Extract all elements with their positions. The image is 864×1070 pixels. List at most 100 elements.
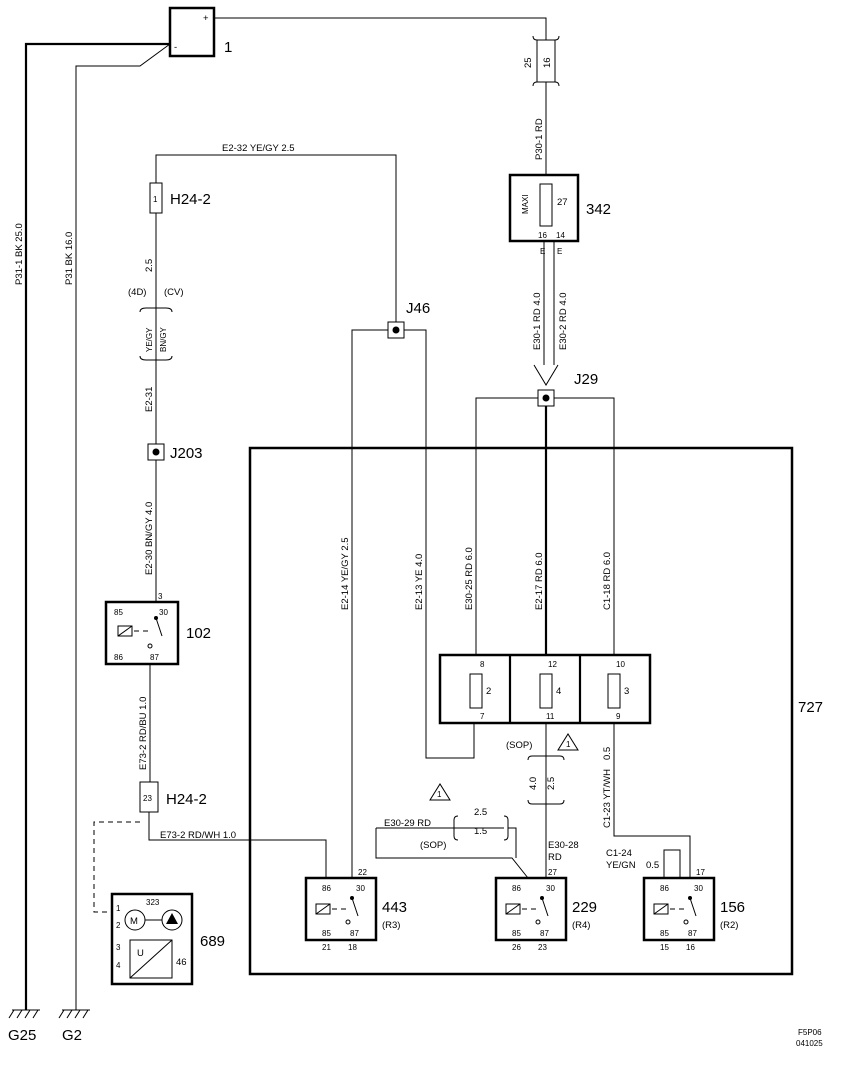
wire-e30-25 xyxy=(475,397,538,665)
maxi-p27: 27 xyxy=(557,197,568,208)
svg-text:16: 16 xyxy=(686,943,695,952)
label-e2-17: E2-17 RD 6.0 xyxy=(534,552,545,610)
warning-1-num: 1 xyxy=(566,740,571,749)
label-15: 1.5 xyxy=(474,826,487,837)
svg-text:86: 86 xyxy=(660,884,669,893)
wire-e2-13 xyxy=(404,329,475,759)
j203-dot xyxy=(152,448,160,456)
label-p31: P31 BK 16.0 xyxy=(64,232,75,285)
relay102-p87: 87 xyxy=(150,653,159,662)
ground-g25-symbol xyxy=(8,1009,40,1019)
j29-dot xyxy=(542,394,550,402)
label-25: 2.5 xyxy=(546,777,557,790)
ground-g25-label: G25 xyxy=(8,1027,36,1044)
maxi-p14: 14 xyxy=(556,231,565,240)
svg-text:3: 3 xyxy=(624,686,629,697)
fuse-top-16: 16 xyxy=(542,57,553,68)
label-e2-13: E2-13 YE 4.0 xyxy=(414,554,425,610)
battery-minus: - xyxy=(174,42,177,53)
label-e2-30: E2-30 BN/GY 4.0 xyxy=(144,502,155,575)
variant-cv: (CV) xyxy=(164,287,184,298)
m689-p4: 4 xyxy=(116,961,121,970)
svg-text:27: 27 xyxy=(548,868,557,877)
ground-g2-label: G2 xyxy=(62,1027,82,1044)
label-p31-1: P31-1 BK 25.0 xyxy=(14,223,25,285)
label-25b: 2.5 xyxy=(474,807,487,818)
label-sop-1: (SOP) xyxy=(506,740,532,751)
label-e30-29: E30-29 RD xyxy=(384,818,431,829)
h24-2-bottom-pin: 23 xyxy=(143,794,152,803)
label-e30-25: E30-25 RD 6.0 xyxy=(464,547,475,610)
svg-text:10: 10 xyxy=(616,660,625,669)
relay102-p85: 85 xyxy=(114,608,123,617)
fuse-top-brackets xyxy=(532,35,560,87)
fuse-2: 8 7 2 xyxy=(469,660,491,721)
svg-text:30: 30 xyxy=(694,884,703,893)
label-40: 4.0 xyxy=(528,777,539,790)
svg-text:2: 2 xyxy=(486,686,491,697)
label-e2-32: E2-32 YE/GY 2.5 xyxy=(222,143,295,154)
label-c1-18: C1-18 RD 6.0 xyxy=(602,552,613,610)
svg-text:9: 9 xyxy=(616,712,621,721)
battery-ref: 1 xyxy=(224,39,232,56)
svg-text:15: 15 xyxy=(660,943,669,952)
relay102-ref: 102 xyxy=(186,625,211,642)
label-e2-31: E2-31 xyxy=(144,387,155,412)
label-sop-2: (SOP) xyxy=(420,840,446,851)
maxi-fuse-element xyxy=(539,183,553,227)
label-e73-2-left: E73-2 RD/BU 1.0 xyxy=(138,697,149,770)
svg-text:18: 18 xyxy=(348,943,357,952)
box727-label: 727 xyxy=(798,699,823,716)
label-e2-14: E2-14 YE/GY 2.5 xyxy=(340,537,351,610)
svg-text:8: 8 xyxy=(480,660,485,669)
svg-text:85: 85 xyxy=(512,929,521,938)
svg-text:30: 30 xyxy=(546,884,555,893)
fuse-top-25: 25 xyxy=(523,57,534,68)
relay156-ref: 156 xyxy=(720,899,745,916)
m689-p1: 1 xyxy=(116,904,121,913)
maxi-e-left: E xyxy=(540,247,545,256)
sensor-u: U xyxy=(137,948,144,959)
svg-text:87: 87 xyxy=(540,929,549,938)
label-e30-2: E30-2 RD 4.0 xyxy=(558,292,569,350)
relay-box-727 xyxy=(248,446,794,976)
fuse-4: 12 11 4 xyxy=(539,660,561,721)
h24-2-top-label: H24-2 xyxy=(170,191,211,208)
svg-text:7: 7 xyxy=(480,712,485,721)
wire-c1-23 xyxy=(613,723,691,878)
svg-text:30: 30 xyxy=(356,884,365,893)
variant-bngy: BN/GY xyxy=(159,326,168,352)
relay229-ref: 229 xyxy=(572,899,597,916)
maxi-p16: 16 xyxy=(538,231,547,240)
label-yegn: YE/GN xyxy=(606,860,636,871)
wire-p31-1 xyxy=(24,42,170,1010)
fuse-3: 10 9 3 xyxy=(607,660,629,721)
maxi-e-right: E xyxy=(557,247,562,256)
wire-c1-24 xyxy=(663,849,681,878)
j203-label: J203 xyxy=(170,445,203,462)
svg-text:86: 86 xyxy=(512,884,521,893)
footer-date: 041025 xyxy=(796,1039,823,1048)
svg-text:21: 21 xyxy=(322,943,331,952)
variant-4d: (4D) xyxy=(128,287,146,298)
battery-box xyxy=(168,6,216,58)
m689-46: 46 xyxy=(176,957,187,968)
relay102-p30: 30 xyxy=(159,608,168,617)
svg-text:85: 85 xyxy=(322,929,331,938)
maxi-ref: 342 xyxy=(586,201,611,218)
relay229-switch xyxy=(541,897,549,917)
maxi-label: MAXI xyxy=(521,194,530,214)
j29-funnel xyxy=(533,364,559,386)
svg-text:26: 26 xyxy=(512,943,521,952)
wire-e2-14 xyxy=(351,329,388,878)
svg-text:86: 86 xyxy=(322,884,331,893)
j29-label: J29 xyxy=(574,371,598,388)
dashed-link-689 xyxy=(93,821,140,913)
label-25-left: 2.5 xyxy=(144,259,155,272)
label-05b: 0.5 xyxy=(646,860,659,871)
relay102-p86: 86 xyxy=(114,653,123,662)
relay102-switch xyxy=(155,617,163,637)
svg-text:87: 87 xyxy=(350,929,359,938)
label-05: 0.5 xyxy=(602,747,613,760)
